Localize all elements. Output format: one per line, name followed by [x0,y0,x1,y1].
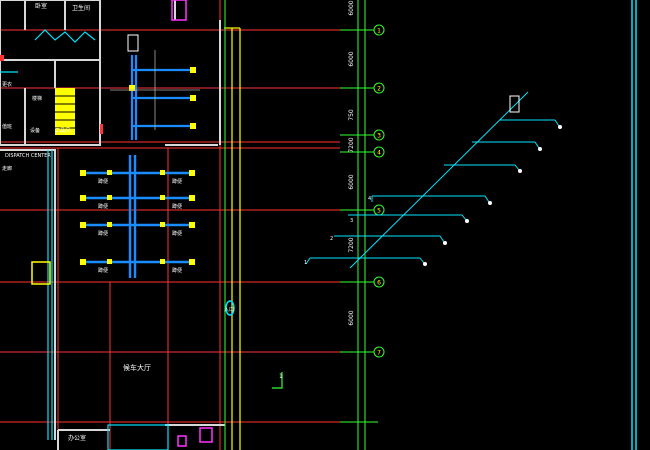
fixtures-lower [80,170,195,265]
axis-bubble-label: 1 [377,28,381,35]
valve-marker [225,300,235,316]
supply-risers-yellow [224,27,241,450]
room-label-hall: 候车大厅 [123,363,151,372]
axis-bubble-label: 7 [377,350,381,357]
svg-text:蹲便: 蹲便 [172,267,182,274]
room-label-entrance: 入口 [224,307,234,313]
axis-bubble-label: 4 [377,150,381,157]
axis-bubble [373,146,385,158]
axis-bubble-label: 3 [377,133,381,140]
svg-text:蹲便: 蹲便 [98,203,108,210]
svg-text:蹲便: 蹲便 [98,267,108,274]
supply-branches-upper-fixtures [129,67,196,129]
riser-mark: 2 [330,236,333,242]
room-label-corridor: 走廊 [2,165,12,172]
fixture-captions-lower: 蹲便蹲便 蹲便蹲便 蹲便蹲便 蹲便蹲便 [98,178,182,274]
equipment-box [127,34,139,52]
supply-branches-lower [85,155,190,278]
dimension-labels: 6000 6000 750 7200 6000 7200 6000 [348,0,355,325]
axis-bubble-label: 5 [377,208,381,215]
axis-bubbles: 1 2 3 4 5 6 7 [373,24,385,358]
riser-mark: 4 [368,196,371,202]
svg-text:蹲便: 蹲便 [172,178,182,185]
riser-mark: 1 [304,260,307,266]
axis-bubble-label: 2 [377,86,381,93]
red-markers [0,55,103,134]
dimension-label: 6000 [348,310,355,325]
dimension-label: 7200 [348,137,355,152]
dimension-label: 750 [348,109,355,121]
room-label-top-center: 卫生间 [72,4,90,12]
svg-text:蹲便: 蹲便 [98,178,108,185]
supply-branches-upper [130,55,192,140]
dimension-label: 6000 [348,0,355,15]
room-label-notice: DISPATCH CENTER [5,153,51,159]
riser-head-box [509,95,520,113]
axis-bubble-label: 6 [377,280,381,287]
svg-text:蹲便: 蹲便 [172,203,182,210]
axis-bubble [373,82,385,94]
dimension-label: 6000 [348,174,355,189]
axis-bubble [373,346,385,358]
room-label-left-small: 值班 [2,123,12,130]
interior-walls-cyan [0,29,169,450]
border-right [631,0,637,450]
legend-mark-text: 1 [279,373,283,380]
riser-terminals [423,125,562,266]
dimension-column [224,0,378,450]
room-label-top-left: 卧室 [35,2,47,10]
room-label-left-tool: 工具间 [55,127,70,134]
walls [0,0,225,450]
riser-mark: 3 [350,218,353,224]
dimension-label: 6000 [348,51,355,66]
left-yellow-box [31,261,51,285]
riser-tiny-marks: 1 2 3 4 [304,196,371,266]
svg-text:蹲便: 蹲便 [172,230,182,237]
room-label-left-equip: 设备 [30,127,40,134]
legend-mark [272,372,283,389]
axis-bubble [373,24,385,36]
upper-grid-marks [110,50,200,130]
axis-bubble [373,276,385,288]
axis-bubble [373,129,385,141]
magenta-fixtures [171,0,213,447]
room-label-stair: 楼梯 [32,95,42,102]
dimension-label: 7200 [348,237,355,252]
room-label-left-top: 更衣 [2,81,12,88]
room-label-office-bottom: 办公室 [68,434,86,442]
svg-text:蹲便: 蹲便 [98,230,108,237]
isometric-riser [305,91,560,269]
stair-lines [55,95,75,129]
